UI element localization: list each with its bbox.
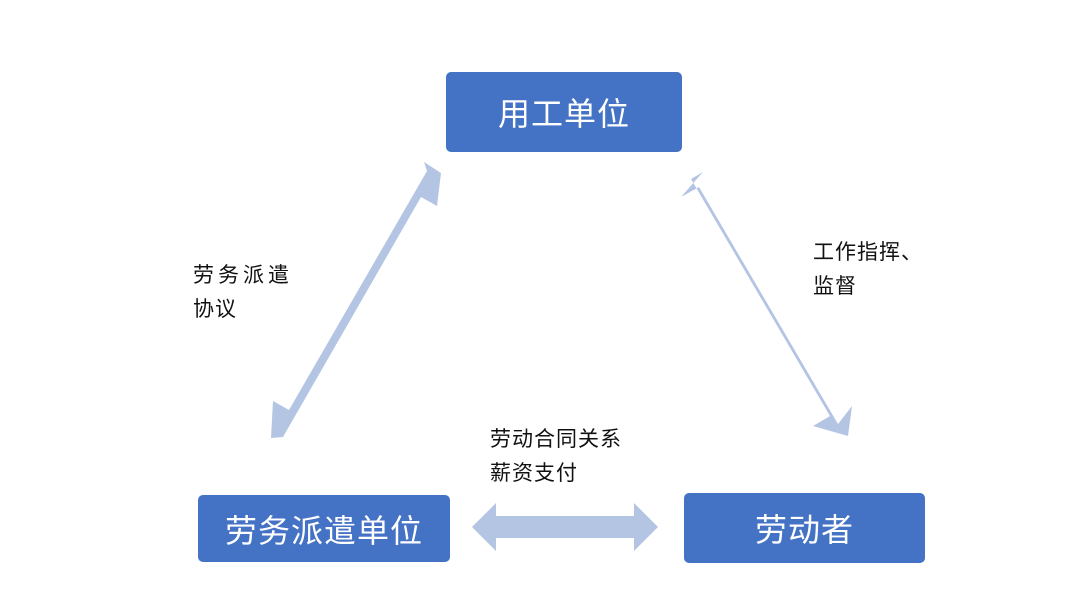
node-worker-label: 劳动者 (754, 511, 854, 549)
node-worker: 劳动者 (684, 493, 925, 563)
edge-label-line: 劳务派遣 (193, 263, 293, 287)
edge-label-line: 薪资支付 (490, 461, 578, 485)
node-dispatch-agency: 劳务派遣单位 (198, 495, 450, 562)
double-arrow-bottom-edge (472, 503, 658, 551)
edge-label-line: 劳动合同关系 (490, 427, 622, 451)
edge-label-work-direction: 工作指挥、 监督 (813, 235, 923, 303)
node-employer: 用工单位 (446, 72, 682, 152)
node-dispatch-agency-label: 劳务派遣单位 (224, 511, 423, 550)
edge-label-line: 协议 (193, 297, 237, 321)
double-arrow-right-edge (681, 172, 852, 436)
node-employer-label: 用工单位 (497, 95, 630, 133)
edge-label-labor-contract: 劳动合同关系 薪资支付 (490, 422, 622, 490)
edge-label-line: 监督 (813, 274, 857, 298)
double-arrow-left-edge (271, 162, 441, 438)
edge-label-dispatch-agreement: 劳务派遣 协议 (193, 258, 293, 326)
edge-label-line: 工作指挥、 (813, 240, 923, 264)
